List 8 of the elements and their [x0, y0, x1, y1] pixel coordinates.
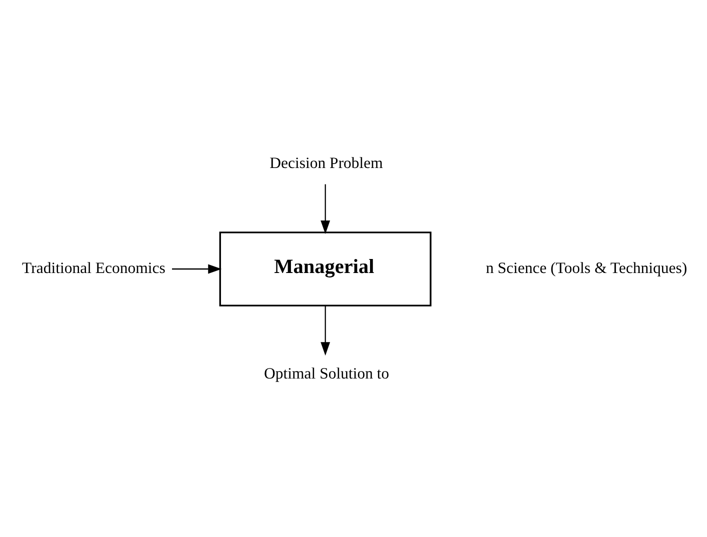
arrow: [320, 305, 330, 356]
node-text: Optimal Solution to: [264, 364, 390, 382]
label: n Science (Tools & Techniques): [486, 260, 688, 277]
arrow: [320, 184, 330, 234]
node-text: Decision Problem: [270, 154, 383, 172]
node-text: Traditional Economics: [22, 260, 166, 277]
arrow: [172, 264, 222, 274]
node-box: Managerial: [219, 231, 432, 306]
